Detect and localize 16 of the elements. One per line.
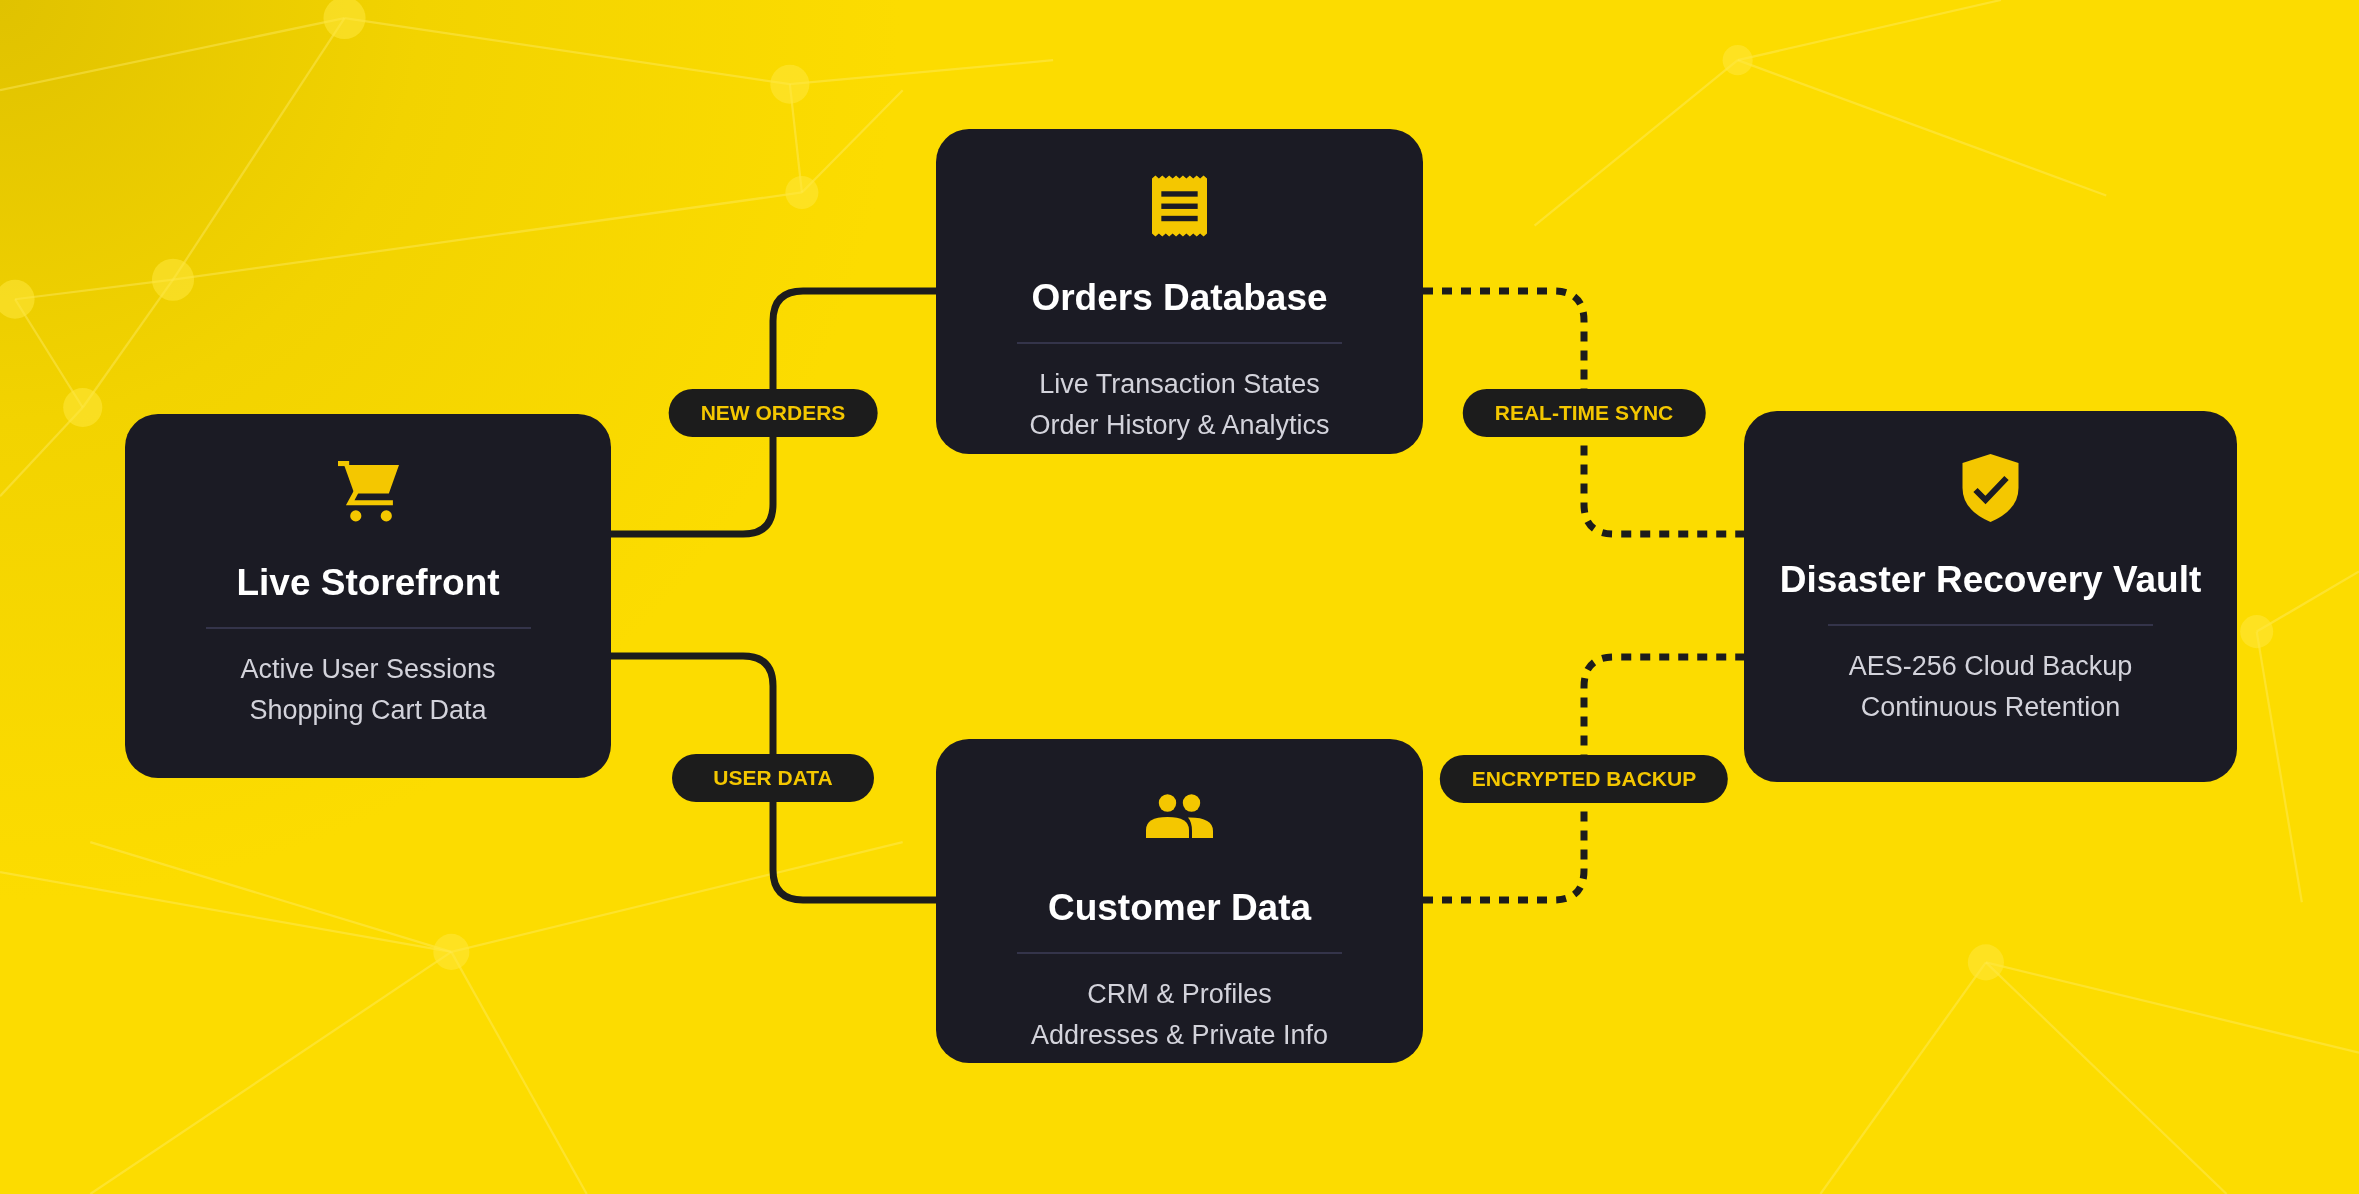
node-detail: Addresses & Private Info [1030, 1019, 1329, 1052]
node-title: Disaster Recovery Vault [1779, 558, 2202, 602]
node-detail: CRM & Profiles [1087, 978, 1272, 1011]
node-detail: Active User Sessions [240, 653, 496, 686]
edge-label: REAL-TIME SYNC [1462, 388, 1706, 437]
node-detail: AES-256 Cloud Backup [1848, 650, 2133, 683]
node-title: Orders Database [1031, 276, 1328, 320]
node-detail: Order History & Analytics [1029, 409, 1330, 442]
node-detail: Shopping Cart Data [249, 694, 487, 727]
node-title: Customer Data [1047, 886, 1312, 930]
node-detail: Live Transaction States [1039, 368, 1320, 401]
node-detail: Continuous Retention [1860, 691, 2121, 724]
edge-label: NEW ORDERS [668, 388, 878, 437]
node-title: Live Storefront [236, 561, 500, 605]
edge-label: USER DATA [672, 754, 874, 802]
edge-label: ENCRYPTED BACKUP [1439, 754, 1729, 803]
